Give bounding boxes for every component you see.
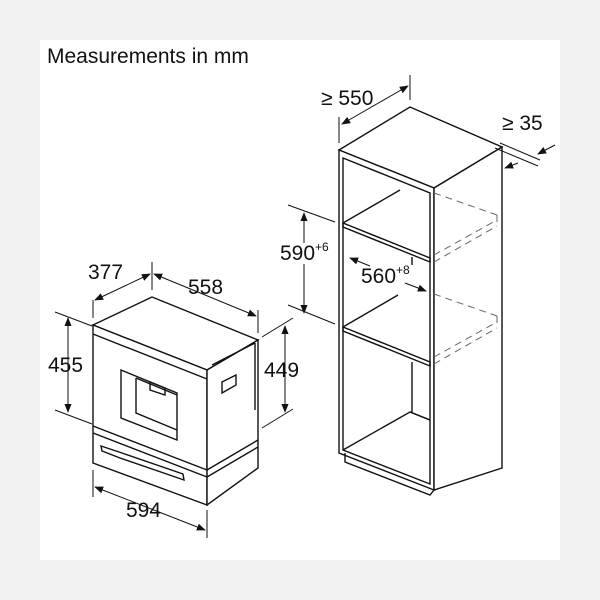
dim-appliance-width-top: 558: [188, 276, 224, 299]
dim-niche-width: 560+8: [361, 263, 410, 288]
appliance-dimension-lines: [54, 262, 294, 538]
appliance-drawing: [91, 296, 260, 507]
cabinet-drawing: [337, 106, 504, 496]
dim-appliance-height-front: 455: [48, 354, 84, 377]
dim-cabinet-min-gap: ≥ 35: [502, 112, 543, 135]
niche-height-tolerance: +6: [315, 240, 329, 254]
page-title: Measurements in mm: [47, 45, 249, 68]
niche-height-value: 590: [280, 242, 316, 265]
cabinet-dimension-lines: [287, 75, 556, 325]
niche-width-value: 560: [361, 265, 397, 288]
dim-niche-height: 590+6: [280, 240, 329, 265]
dim-appliance-height-side: 449: [264, 359, 300, 382]
dim-cabinet-min-depth: ≥ 550: [321, 87, 374, 110]
dim-appliance-depth: 377: [88, 261, 124, 284]
niche-width-tolerance: +8: [396, 263, 410, 277]
dim-appliance-width-front: 594: [126, 499, 162, 522]
